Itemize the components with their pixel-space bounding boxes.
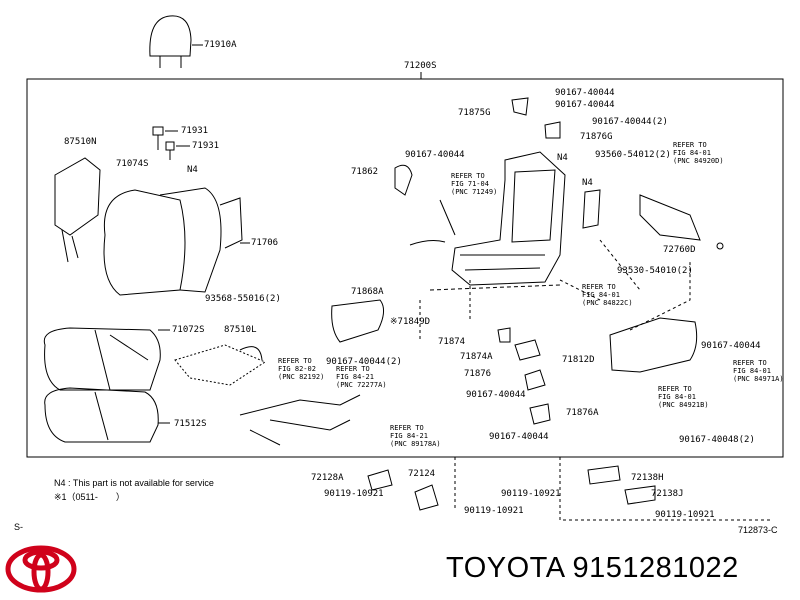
part-90167: 90167-40044 [555,88,615,98]
part-71512s: 71512S [174,419,207,429]
seatback-cover [159,187,222,293]
note-ref1: ※1（0511- ） [54,492,125,502]
cover-72138j [624,485,656,505]
part-71876g: 71876G [580,132,613,142]
cover-72124 [414,484,439,511]
corner-mark: S- [14,522,23,532]
outer-shield [331,299,384,343]
seat-back-panel [54,157,101,236]
part-90167: 90167-40044 [489,432,549,442]
part-n4: N4 [187,165,198,175]
part-71706: 71706 [251,238,279,248]
part-93560: 93560-54012(2) [595,150,671,160]
clip-71876a [529,403,551,425]
refer-note: REFER TO FIG 84-01 (PNC 84822C) [582,283,633,307]
headrest-shape [149,15,192,57]
clip-71876 [524,369,546,391]
seat-frame [451,151,566,286]
part-93568: 93568-55016(2) [205,294,281,304]
seatback-cushion [103,189,186,296]
part-71876: 71876 [464,369,492,379]
brand-name: TOYOTA [446,552,564,584]
part-71868a: 71868A [351,287,384,297]
part-90167: 90167-40048(2) [679,435,755,445]
toyota-logo-icon [5,545,77,593]
part-90119: 90119-10921 [501,489,561,499]
refer-note: REFER TO FIG 84-21 (PNC 72277A) [336,365,387,389]
part-72128a: 72128A [311,473,344,483]
part-72138h: 72138H [631,473,664,483]
refer-note: REFER TO FIG 71-04 (PNC 71249) [451,172,498,196]
cover-72138h [587,465,621,485]
part-71875g: 71875G [458,108,491,118]
part-71074s: 71074S [116,159,149,169]
assembly-frame [26,78,784,458]
seat-cushion-cover [43,327,161,391]
drawing-code: 712873-C [738,525,778,535]
part-71874a: 71874A [460,352,493,362]
part-90167: 90167-40044 [405,150,465,160]
part-n4: N4 [582,178,593,188]
seat-side-shield [609,317,698,373]
part-71812d: 71812D [562,355,595,365]
seat-track-cover [639,194,701,241]
refer-note: REFER TO FIG 82-02 (PNC 82192) [278,357,325,381]
part-71072s: 71072S [172,325,205,335]
part-72138j: 72138J [651,489,684,499]
refer-note: REFER TO FIG 84-01 (PNC 84971A) [733,359,784,383]
part-72124: 72124 [408,469,436,479]
cover-72128a [367,469,393,491]
part-90167: 90167-40044 [466,390,526,400]
part-87510n: 87510N [64,137,97,147]
assembly-label: 71200S [404,61,437,71]
recliner-handle [394,164,413,196]
lumbar-support [582,189,601,229]
part-90167: 90167-40044 [701,341,761,351]
part-90119: 90119-10921 [464,506,524,516]
hinge-cover-lower [544,121,561,139]
refer-note: REFER TO FIG 84-01 (PNC 84920D) [673,141,724,165]
part-90119: 90119-10921 [324,489,384,499]
part-71862: 71862 [351,167,379,177]
hinge-cover-upper [511,97,529,116]
part-90167: 90167-40044(2) [326,357,402,367]
part-90167: 90167-40044 [555,100,615,110]
seat-heater-mat [174,344,267,386]
part-87510l: 87510L [224,325,257,335]
part-71931: 71931 [192,141,220,151]
part-93530: 93530-54010(2) [617,266,693,276]
part-71874: 71874 [438,337,466,347]
part-72760d: 72760D [663,245,696,255]
headrest-label: 71910A [204,40,237,50]
part-71849d: ※71849D [390,317,431,327]
clip-71874a [514,339,541,361]
part-number: 9151281022 [572,552,739,584]
brand-part-number: TOYOTA 9151281022 [446,552,739,585]
part-90119: 90119-10921 [655,510,715,520]
wire-harness [239,394,361,446]
part-71931: 71931 [181,126,209,136]
part-n4: N4 [557,153,568,163]
refer-note: REFER TO FIG 84-01 (PNC 84921B) [658,385,709,409]
clip-71874 [497,327,511,343]
note-n4: N4 : This part is not available for serv… [54,478,214,488]
part-90167: 90167-40044(2) [592,117,668,127]
part-71876a: 71876A [566,408,599,418]
refer-note: REFER TO FIG 84-21 (PNC 89178A) [390,424,441,448]
seat-cushion-pad [44,387,159,443]
